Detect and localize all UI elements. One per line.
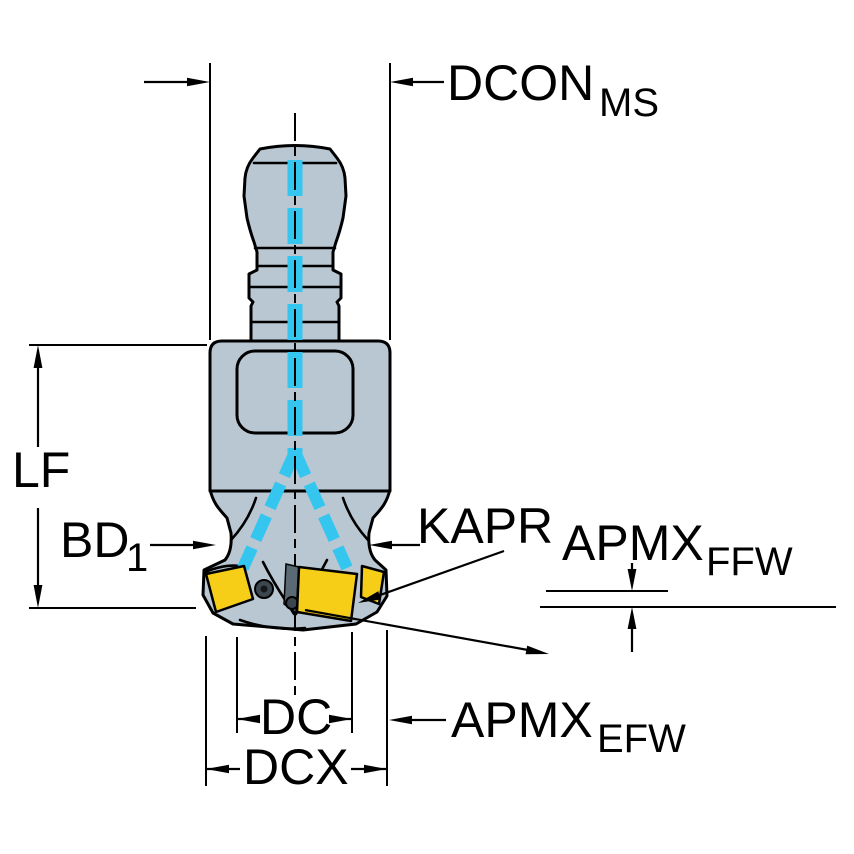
apmx-ffw-sub-label: FFW bbox=[706, 540, 793, 584]
dcon-arrow-right-icon bbox=[390, 77, 413, 87]
efw-arrow-icon bbox=[389, 715, 412, 725]
apmx-ffw-label: APMX bbox=[562, 515, 704, 571]
insert-screw-center bbox=[260, 585, 268, 593]
coolant-branch-right bbox=[289, 449, 353, 571]
dcx-arrow-right-icon bbox=[364, 764, 387, 774]
cutting-edge-extension-line bbox=[304, 608, 529, 652]
bd1-label: BD bbox=[60, 512, 129, 568]
insert-right bbox=[295, 565, 359, 623]
dimension-lf: LF bbox=[12, 344, 207, 609]
dc-arrow-left-icon bbox=[237, 714, 260, 724]
kapr-arrow-icon bbox=[358, 591, 382, 603]
dc-arrow-right-icon bbox=[329, 714, 352, 724]
flute-line-right bbox=[341, 496, 370, 542]
flute-line-left bbox=[229, 496, 258, 542]
dcx-arrow-left-icon bbox=[206, 764, 229, 774]
coolant-branch-left bbox=[237, 449, 301, 571]
insert-left bbox=[204, 564, 255, 614]
bd1-arrow-left-icon bbox=[193, 540, 216, 550]
dimension-dc: DC bbox=[236, 632, 353, 745]
bd1-arrow-right-icon bbox=[369, 540, 392, 550]
lf-arrow-down-icon bbox=[33, 585, 43, 608]
head-bottom-arc bbox=[238, 618, 307, 631]
ffw-arrow-down-icon bbox=[627, 569, 637, 591]
dcon-sub-label: MS bbox=[599, 81, 659, 125]
dimension-dcon: DCON MS bbox=[144, 55, 659, 340]
tool-illustration bbox=[201, 113, 392, 697]
apmx-efw-sub-label: EFW bbox=[597, 717, 686, 761]
lf-label: LF bbox=[12, 442, 70, 498]
lf-arrow-up-icon bbox=[33, 345, 43, 368]
tool-shank bbox=[242, 144, 348, 345]
dcon-arrow-left-icon bbox=[187, 77, 210, 87]
kapr-label: KAPR bbox=[417, 498, 553, 554]
dimension-apmx-ffw: APMX FFW bbox=[540, 515, 836, 652]
apmx-efw-label: APMX bbox=[451, 692, 593, 748]
edge-line-arrow-icon bbox=[525, 645, 549, 655]
dc-label: DC bbox=[260, 689, 332, 745]
kapr-leader-line bbox=[365, 549, 505, 602]
dcx-label: DCX bbox=[243, 739, 349, 795]
dcon-label: DCON bbox=[447, 55, 594, 111]
bd1-sub-label: 1 bbox=[126, 536, 148, 580]
dimension-kapr: KAPR bbox=[304, 498, 553, 655]
dimension-apmx-efw: APMX EFW bbox=[389, 692, 686, 761]
dimension-dcx: DCX bbox=[205, 630, 388, 795]
dimension-bd1: BD 1 bbox=[60, 512, 420, 580]
ffw-arrow-up-icon bbox=[627, 607, 637, 629]
